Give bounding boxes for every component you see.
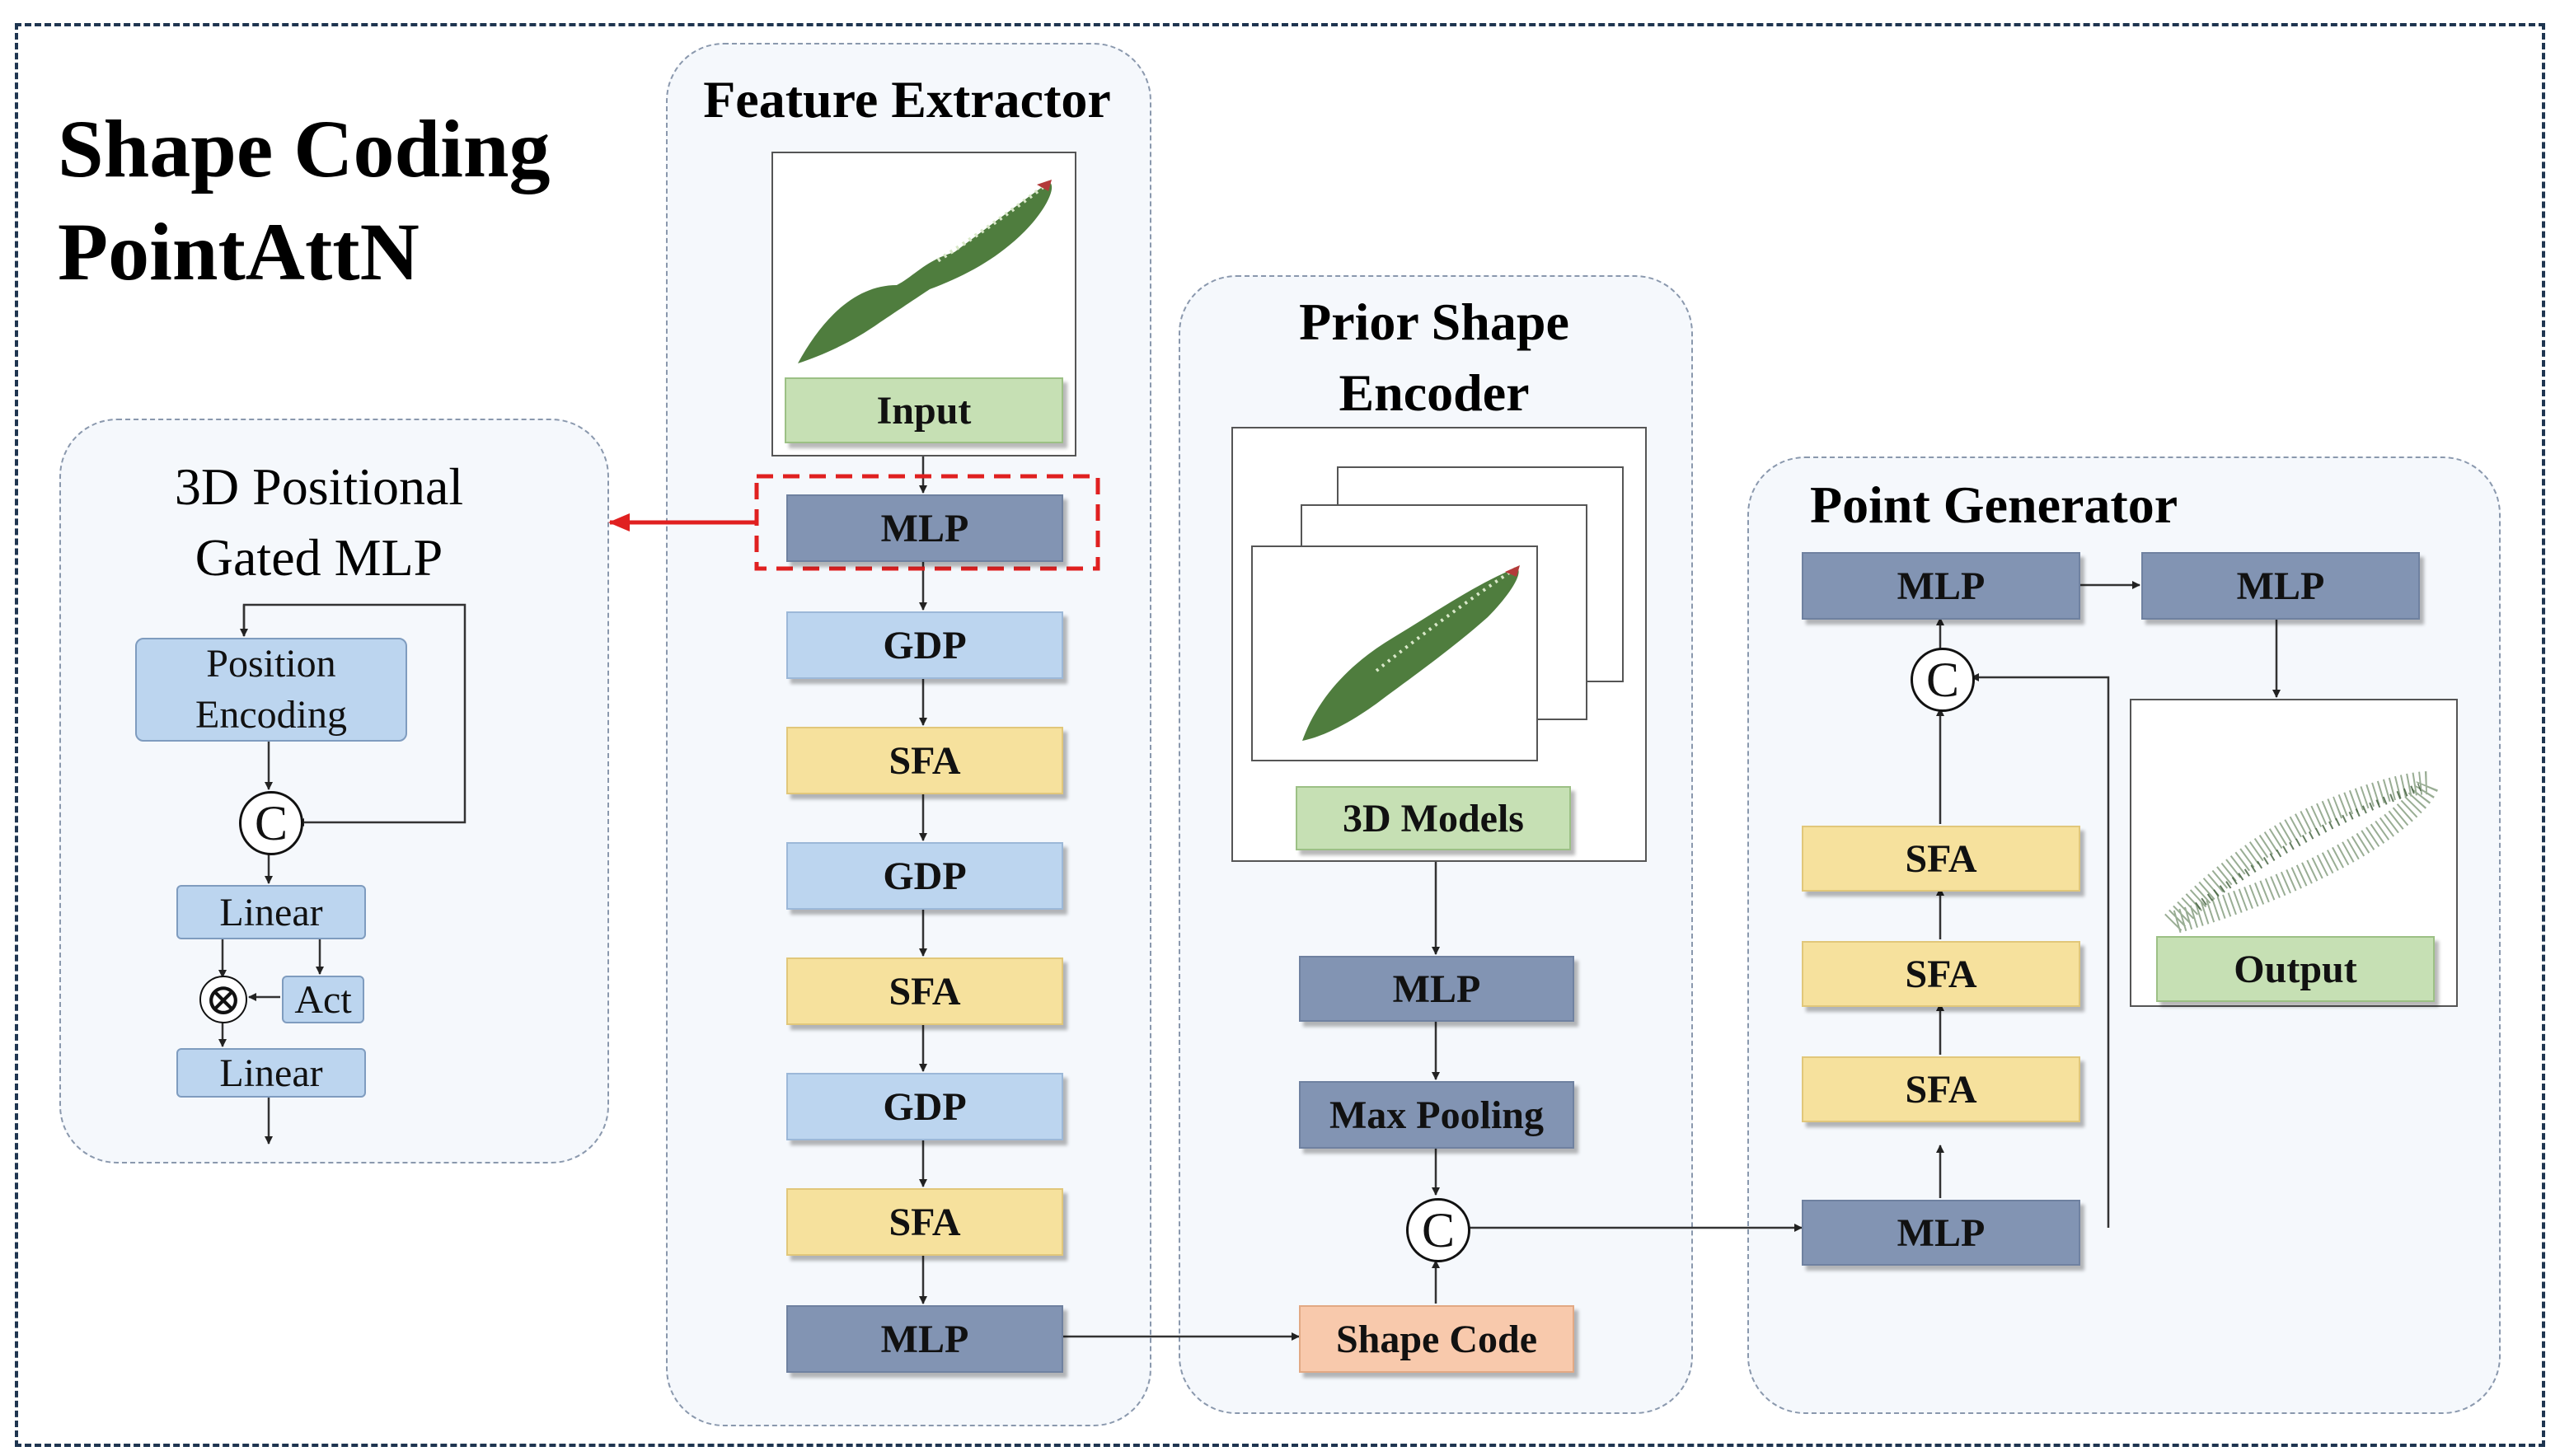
models-image-frame: 3D Models (1231, 427, 1647, 862)
fe-block-sfa-2-label: SFA (888, 969, 961, 1014)
pg-mlp-top-right: MLP (2141, 552, 2420, 620)
pg-sfa-3-label: SFA (1905, 1067, 1977, 1112)
model-leaf-image (1302, 565, 1520, 741)
max-pooling-label: Max Pooling (1329, 1093, 1544, 1137)
gated-mlp-title: 3D Positional Gated MLP (59, 452, 579, 593)
gated-concat-icon: C (239, 791, 303, 855)
gated-mlp-title-line2: Gated MLP (195, 528, 443, 587)
prior-shape-encoder-title: Prior Shape Encoder (1179, 287, 1690, 428)
fe-block-sfa-2: SFA (786, 957, 1063, 1025)
highlight-dashed-box (754, 474, 1100, 571)
main-title-line2: PointAttN (58, 206, 420, 297)
model-card-front (1251, 545, 1538, 761)
pg-sfa-3: SFA (1802, 1056, 2080, 1122)
pse-mlp-box: MLP (1299, 956, 1574, 1022)
pg-mlp-bottom-label: MLP (1897, 1210, 1986, 1255)
main-title-line1: Shape Coding (58, 103, 551, 194)
feature-extractor-title: Feature Extractor (703, 70, 1111, 129)
gated-concat-symbol: C (254, 796, 288, 850)
fe-block-mlp-bottom: MLP (786, 1305, 1063, 1373)
linear-2-label: Linear (219, 1051, 323, 1095)
pse-mlp-label: MLP (1392, 967, 1481, 1011)
output-image-frame: Output (2130, 699, 2458, 1007)
fe-block-mlp-top: MLP (786, 494, 1063, 562)
multiply-icon: ⊗ (199, 976, 247, 1023)
multiply-symbol: ⊗ (204, 975, 242, 1024)
prior-shape-encoder-title-line1: Prior Shape (1299, 293, 1569, 351)
shape-code-box: Shape Code (1299, 1305, 1574, 1373)
fe-block-gdp-2-label: GDP (883, 854, 967, 898)
outer-dashed-frame (15, 23, 2545, 1447)
act-label: Act (294, 977, 352, 1022)
prior-shape-encoder-title-line2: Encoder (1339, 363, 1530, 422)
position-encoding-line1: Position (206, 642, 336, 686)
input-label-box: Input (785, 377, 1063, 443)
position-encoding-line2: Encoding (195, 693, 347, 737)
pg-sfa-2-label: SFA (1905, 952, 1977, 996)
input-leaf-pointcloud-image (798, 180, 1053, 363)
pg-mlp-top-left: MLP (1802, 552, 2080, 620)
position-encoding-box: Position Encoding (135, 638, 407, 742)
models-label: 3D Models (1343, 796, 1524, 840)
fe-block-gdp-3-label: GDP (883, 1084, 967, 1129)
shape-code-label: Shape Code (1335, 1317, 1538, 1361)
fe-block-mlp-top-label: MLP (880, 506, 969, 550)
output-label: Output (2234, 947, 2357, 991)
pg-sfa-1-label: SFA (1905, 836, 1977, 881)
fe-block-gdp-2: GDP (786, 842, 1063, 910)
fe-block-sfa-1: SFA (786, 727, 1063, 794)
fe-block-gdp-3: GDP (786, 1073, 1063, 1140)
fe-block-gdp-1-label: GDP (883, 623, 967, 667)
pg-mlp-top-right-label: MLP (2236, 564, 2325, 608)
gated-mlp-title-line1: 3D Positional (174, 457, 464, 516)
pg-mlp-top-left-label: MLP (1897, 564, 1986, 608)
fe-block-sfa-3: SFA (786, 1188, 1063, 1256)
point-generator-title: Point Generator (1810, 475, 2178, 534)
fe-block-sfa-1-label: SFA (888, 738, 961, 783)
pse-concat-symbol: C (1421, 1203, 1456, 1257)
fe-block-mlp-bottom-label: MLP (880, 1317, 969, 1361)
output-label-box: Output (2156, 936, 2435, 1002)
act-box: Act (282, 976, 364, 1023)
gated-mlp-panel (59, 419, 609, 1163)
input-image-frame: Input (771, 152, 1076, 456)
main-title: Shape Coding PointAttN (58, 97, 550, 303)
fe-block-gdp-1: GDP (786, 611, 1063, 679)
input-label: Input (876, 388, 972, 433)
pg-sfa-2: SFA (1802, 941, 2080, 1007)
pse-concat-icon: C (1406, 1198, 1470, 1262)
linear-box-1: Linear (176, 885, 366, 939)
pg-sfa-1: SFA (1802, 826, 2080, 892)
output-pointcloud-image (2132, 770, 2443, 947)
pg-concat-icon: C (1911, 648, 1975, 712)
pg-concat-symbol: C (1925, 653, 1960, 707)
linear-box-2: Linear (176, 1048, 366, 1098)
pg-mlp-bottom: MLP (1802, 1200, 2080, 1266)
linear-1-label: Linear (219, 890, 323, 934)
fe-block-sfa-3-label: SFA (888, 1200, 961, 1244)
models-label-box: 3D Models (1296, 786, 1571, 850)
max-pooling-box: Max Pooling (1299, 1081, 1574, 1149)
